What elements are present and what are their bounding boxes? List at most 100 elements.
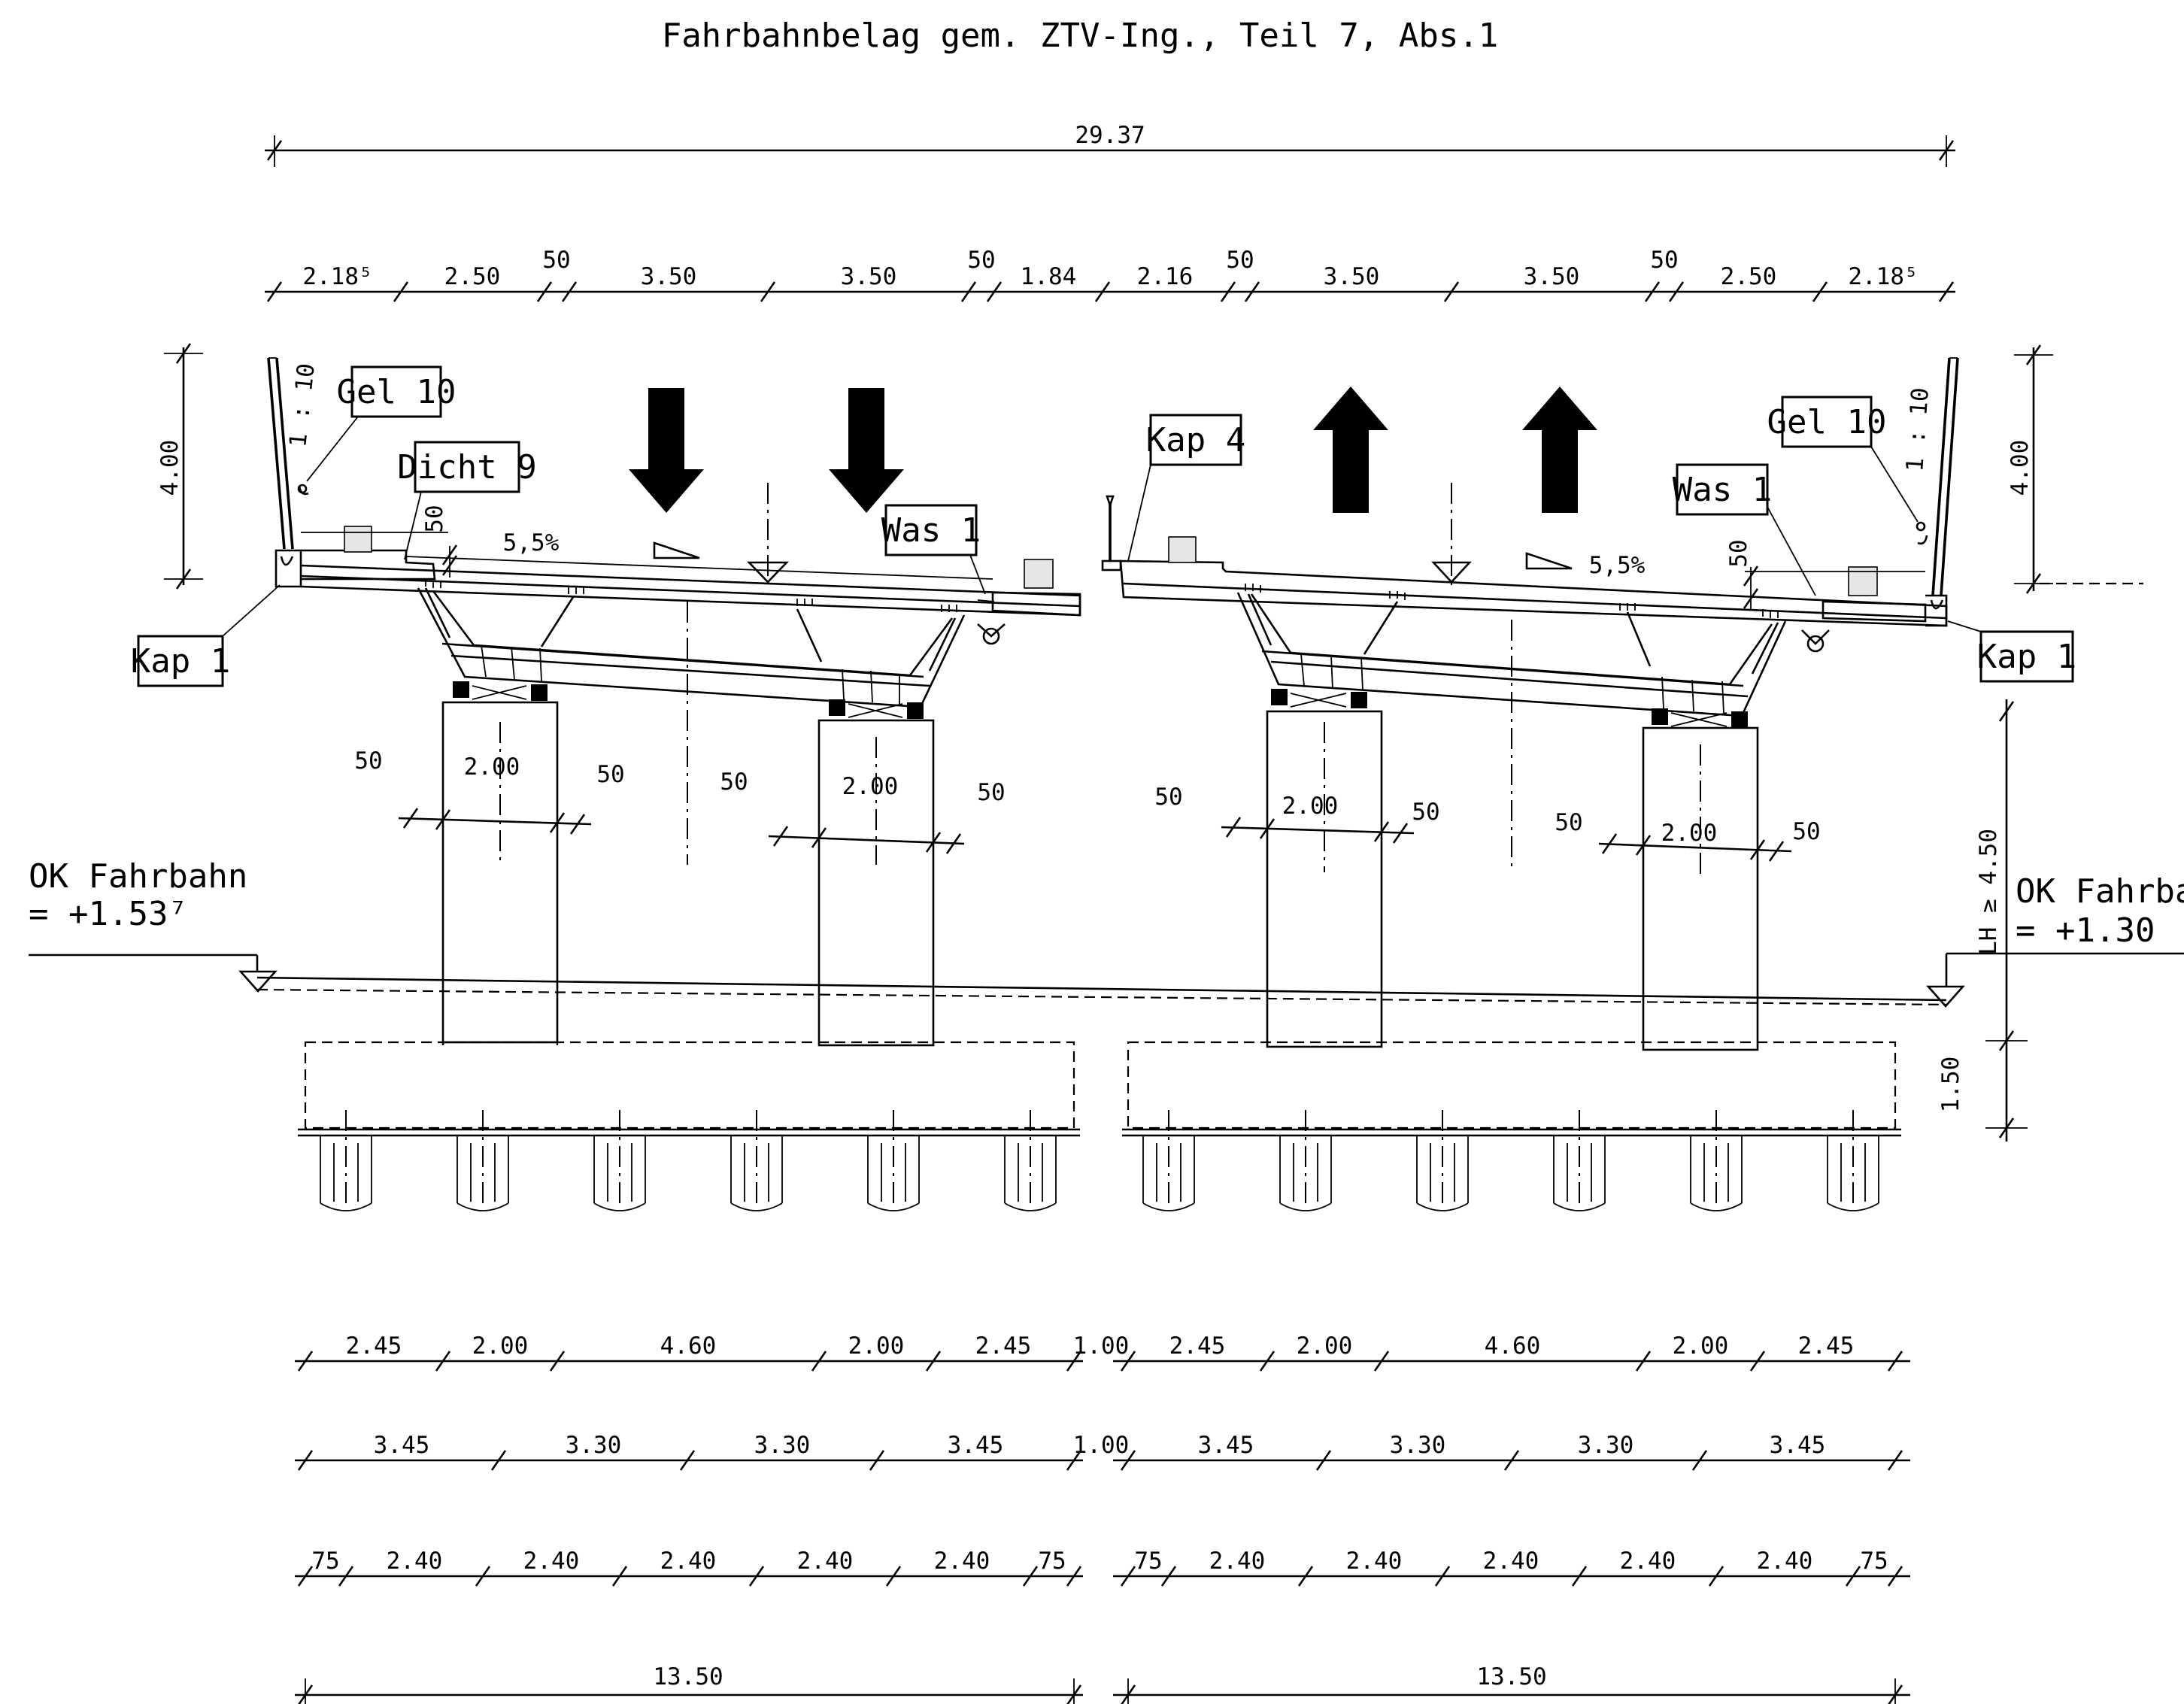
pier-3-width: 2.00 <box>1282 793 1339 820</box>
pier-side-3: 50 <box>720 769 748 796</box>
pier-side-8: 50 <box>1792 818 1820 845</box>
pier-4 <box>1642 726 1759 1051</box>
top-dim-8: 2.16 <box>1137 263 1194 290</box>
row4-dim-2: 13.50 <box>1476 1663 1546 1690</box>
overall-dimension: 29.37 <box>265 122 1955 167</box>
label-gel-right: Gel 10 <box>1767 396 1919 523</box>
top-dim-7: 1.84 <box>1021 263 1077 290</box>
arrow-down-2-icon <box>829 388 904 513</box>
foundation-right <box>1122 1041 1901 1211</box>
left-offset-50: 50 <box>421 505 448 532</box>
foundation-depth-label: 1.50 <box>1937 1057 1964 1113</box>
top-dim-12: 50 <box>1650 247 1678 274</box>
pier-side-5: 50 <box>1154 784 1182 811</box>
ok-right-line2: = +1.30 <box>2016 911 2155 950</box>
arrow-down-1-icon <box>629 388 704 513</box>
right-offset-50: 50 <box>1725 539 1752 567</box>
row4-dim-1: 13.50 <box>653 1663 723 1690</box>
svg-text:Gel 10: Gel 10 <box>1767 403 1887 441</box>
piles-right <box>1142 1110 1879 1211</box>
row1-dim-9: 4.60 <box>1485 1333 1541 1360</box>
row3-dim-11: 2.40 <box>1483 1548 1539 1575</box>
top-dim-1: 2.18⁵ <box>302 263 372 290</box>
top-dim-11: 3.50 <box>1524 263 1580 290</box>
top-dim-9: 50 <box>1226 247 1254 274</box>
row1-dim-4: 2.00 <box>848 1333 905 1360</box>
pier-3 <box>1266 710 1383 1048</box>
bottom-dim-row-2: 3.45 3.30 3.30 3.45 1.00 3.45 3.30 3.30 … <box>295 1432 1910 1472</box>
left-noise-barrier: 1 : 10 <box>267 357 320 550</box>
label-kap-left: Kap 1 <box>131 584 281 687</box>
pier-2 <box>817 719 935 1047</box>
top-dim-4: 3.50 <box>641 263 697 290</box>
top-segment-dimensions: 2.18⁵ 2.50 50 3.50 3.50 50 1.84 2.16 50 … <box>265 247 1955 303</box>
svg-text:Was 1: Was 1 <box>881 511 981 550</box>
top-dim-2: 2.50 <box>444 263 501 290</box>
label-was-right: Was 1 <box>1673 463 1816 596</box>
top-dim-14: 2.18⁵ <box>1848 263 1918 290</box>
label-gel-left: Gel 10 <box>306 365 457 482</box>
pier-side-4: 50 <box>977 779 1005 806</box>
drawing-title: Fahrbahnbelag gem. ZTV-Ing., Teil 7, Abs… <box>662 17 1499 55</box>
piers <box>441 701 1759 1051</box>
top-dim-13: 2.50 <box>1721 263 1777 290</box>
top-dim-6: 50 <box>967 247 995 274</box>
row1-dim-7: 2.45 <box>1169 1333 1226 1360</box>
label-kap-right: Kap 1 <box>1947 620 2076 683</box>
road-surface-below: OK Fahrbahn = +1.53⁷ OK Fahrbahn = +1.30 <box>29 857 2184 1008</box>
row3-dim-6: 2.40 <box>934 1548 990 1575</box>
pier-side-7: 50 <box>1555 809 1582 836</box>
row3-dim-3: 2.40 <box>523 1548 580 1575</box>
svg-text:Gel 10: Gel 10 <box>337 373 457 411</box>
right-superstructure: 1 : 10 <box>1101 357 1959 872</box>
row2-dim-6: 3.45 <box>1198 1432 1254 1459</box>
row3-dim-1: 75 <box>311 1548 339 1575</box>
row2-dim-9: 3.45 <box>1770 1432 1826 1459</box>
left-height-dimension: 4.00 <box>156 342 203 590</box>
row1-dim-5: 2.45 <box>975 1333 1032 1360</box>
row1-dim-1: 2.45 <box>346 1333 402 1360</box>
row2-dim-8: 3.30 <box>1578 1432 1634 1459</box>
label-was-left: Was 1 <box>881 504 986 595</box>
row3-dim-8: 75 <box>1134 1548 1162 1575</box>
row1-dim-2: 2.00 <box>472 1333 529 1360</box>
label-dicht: Dicht 9 <box>397 441 537 560</box>
svg-text:Kap 1: Kap 1 <box>131 642 230 681</box>
ok-left-line2: = +1.53⁷ <box>29 895 188 933</box>
svg-text:Kap 1: Kap 1 <box>1977 638 2076 676</box>
right-slope-label: 1 : 10 <box>1901 387 1934 472</box>
row1-dim-6: 1.00 <box>1073 1333 1130 1360</box>
bottom-dim-row-3: 75 2.40 2.40 2.40 2.40 2.40 75 75 2.40 2… <box>295 1548 1910 1587</box>
svg-text:Was 1: Was 1 <box>1673 471 1772 509</box>
row3-dim-4: 2.40 <box>660 1548 717 1575</box>
row3-dim-7: 75 <box>1038 1548 1066 1575</box>
bottom-dim-row-1: 2.45 2.00 4.60 2.00 2.45 1.00 2.45 2.00 … <box>295 1333 1910 1372</box>
top-dim-5: 3.50 <box>841 263 897 290</box>
row1-dim-8: 2.00 <box>1297 1333 1353 1360</box>
top-dim-3: 50 <box>542 247 570 274</box>
left-slope-label: 1 : 10 <box>284 362 320 448</box>
piles-left <box>320 1110 1057 1211</box>
row2-dim-4: 3.45 <box>948 1432 1004 1459</box>
bottom-dim-row-4: 13.50 13.50 <box>295 1663 1910 1704</box>
row2-dim-1: 3.45 <box>374 1432 430 1459</box>
row3-dim-10: 2.40 <box>1346 1548 1403 1575</box>
svg-text:Dicht 9: Dicht 9 <box>397 448 536 487</box>
clearance-dimension: LH ≥ 4.50 1.50 <box>1937 699 2028 1142</box>
pier-4-width: 2.00 <box>1661 820 1718 847</box>
pier-1-width: 2.00 <box>464 753 520 781</box>
foundation-left <box>298 1041 1080 1211</box>
svg-text:Kap 4: Kap 4 <box>1146 421 1245 459</box>
arrow-up-2-icon <box>1522 387 1597 513</box>
row1-dim-11: 2.45 <box>1798 1333 1855 1360</box>
left-height-label: 4.00 <box>156 440 184 496</box>
ok-left-line1: OK Fahrbahn <box>29 857 247 896</box>
row2-dim-3: 3.30 <box>754 1432 811 1459</box>
pier-side-2: 50 <box>596 761 624 788</box>
row2-dim-7: 3.30 <box>1390 1432 1446 1459</box>
row3-dim-9: 2.40 <box>1209 1548 1266 1575</box>
cross-fall-markings: 5,5% 5,5% 50 50 <box>421 505 1759 611</box>
row3-dim-12: 2.40 <box>1620 1548 1676 1575</box>
right-height-dimension: 4.00 <box>2007 344 2143 595</box>
